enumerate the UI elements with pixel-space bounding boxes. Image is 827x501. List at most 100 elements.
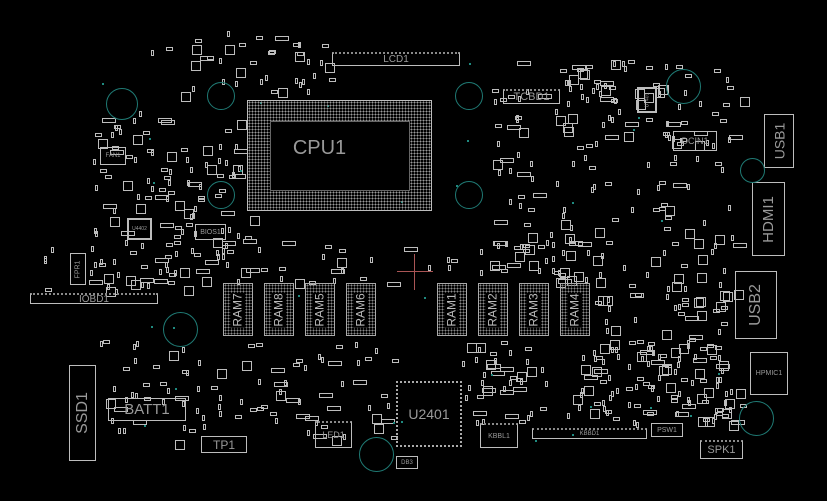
component-led1[interactable]: LED1 — [315, 421, 352, 448]
smd-component — [667, 285, 671, 292]
ram-slot-ram6[interactable]: RAM6 — [346, 283, 376, 336]
smd-component — [719, 119, 727, 124]
smd-component — [723, 291, 734, 302]
smd-component — [197, 195, 205, 200]
smd-component — [168, 191, 176, 196]
smd-component — [283, 379, 287, 386]
smd-component — [671, 348, 682, 359]
smd-component — [165, 47, 173, 52]
smd-component — [549, 232, 553, 239]
component-hpmic1[interactable]: HPMIC1 — [750, 352, 788, 395]
component-lcd1[interactable]: LCD1 — [332, 52, 460, 66]
smd-component — [698, 100, 702, 107]
smd-component — [192, 86, 196, 93]
component-hdmi1[interactable]: HDMI1 — [752, 182, 785, 256]
smd-component — [714, 414, 718, 421]
smd-component — [585, 97, 589, 104]
smd-component — [612, 217, 620, 222]
smd-component — [207, 164, 218, 175]
smd-component — [45, 287, 53, 292]
smd-component — [293, 362, 301, 367]
smd-component — [494, 357, 498, 364]
component-kbbl1[interactable]: KBBL1 — [480, 423, 518, 448]
smd-component — [201, 276, 212, 287]
component-fpr1[interactable]: FPR1 — [70, 253, 86, 285]
smd-component — [185, 156, 189, 163]
smd-component — [700, 346, 708, 351]
component-label: SPK1 — [707, 444, 736, 456]
smd-component — [567, 101, 571, 108]
smd-component — [499, 390, 514, 396]
component-u2401[interactable]: U2401 — [396, 381, 462, 447]
smd-component — [324, 244, 332, 249]
component-fan1[interactable]: FAN1 — [100, 147, 126, 165]
component-u4402[interactable]: U4402 — [127, 218, 152, 240]
smd-component — [555, 180, 559, 187]
mounting-hole — [666, 69, 701, 104]
smd-component — [167, 179, 171, 186]
component-tp1[interactable]: TP1 — [201, 436, 247, 453]
smd-component — [181, 148, 189, 153]
smd-component — [594, 140, 598, 147]
component-usb1[interactable]: USB1 — [764, 114, 794, 168]
smd-component — [530, 161, 534, 168]
component-cpu1[interactable]: CPU1 — [247, 100, 432, 211]
smd-component — [720, 322, 728, 327]
smd-component — [572, 161, 575, 168]
smd-component — [601, 253, 605, 260]
via-dot — [151, 325, 154, 328]
smd-component — [155, 195, 170, 201]
smd-component — [527, 207, 535, 212]
ram-slot-ram1[interactable]: RAM1 — [437, 283, 467, 336]
ram-slot-ram4[interactable]: RAM4 — [560, 283, 590, 336]
smd-component — [605, 319, 609, 326]
smd-component — [525, 358, 529, 365]
ram-slot-ram2[interactable]: RAM2 — [478, 283, 508, 336]
smd-component — [102, 118, 117, 124]
smd-component — [295, 279, 306, 290]
smd-component — [249, 61, 257, 66]
smd-component — [705, 417, 716, 428]
smd-component — [306, 89, 310, 96]
ram-slot-ram3[interactable]: RAM3 — [519, 283, 549, 336]
ram-slot-ram7[interactable]: RAM7 — [223, 283, 253, 336]
smd-component — [711, 249, 715, 256]
component-bios1[interactable]: BIOS1 — [195, 224, 226, 240]
smd-component — [674, 304, 678, 311]
smd-component — [518, 420, 526, 425]
ram-slot-ram8[interactable]: RAM8 — [264, 283, 294, 336]
smd-component — [356, 360, 360, 367]
component-psw1[interactable]: PSW1 — [651, 423, 683, 437]
smd-component — [94, 261, 98, 268]
smd-component — [562, 123, 573, 134]
component-spk1[interactable]: SPK1 — [700, 440, 743, 459]
smd-component — [611, 99, 619, 104]
component-iobd1[interactable]: IOBD1 — [30, 293, 158, 305]
component-u7401[interactable]: U7401 — [637, 87, 657, 113]
smd-component — [586, 64, 594, 69]
component-dcin1[interactable]: DCIN1 — [673, 131, 717, 151]
smd-component — [697, 272, 708, 283]
smd-component — [189, 167, 193, 174]
smd-component — [659, 366, 670, 377]
smd-component — [712, 308, 720, 313]
smd-component — [682, 403, 697, 409]
component-tcbd1[interactable]: TCBD1 — [503, 89, 560, 104]
ram-slot-ram5[interactable]: RAM5 — [305, 283, 335, 336]
smd-component — [261, 404, 269, 409]
component-batt1[interactable]: BATT1 — [108, 398, 186, 421]
component-usb2[interactable]: USB2 — [735, 271, 777, 339]
smd-component — [651, 360, 666, 366]
component-kbbd1[interactable]: KBBD1 — [532, 428, 647, 439]
smd-component — [269, 50, 277, 55]
component-db3[interactable]: DB3 — [396, 456, 418, 469]
smd-component — [567, 413, 570, 420]
smd-component — [159, 382, 167, 387]
smd-component — [196, 269, 211, 275]
component-ssd1[interactable]: SSD1 — [69, 365, 96, 461]
smd-component — [524, 346, 532, 351]
smd-component — [168, 351, 179, 362]
smd-component — [227, 249, 235, 254]
smd-component — [710, 355, 718, 360]
